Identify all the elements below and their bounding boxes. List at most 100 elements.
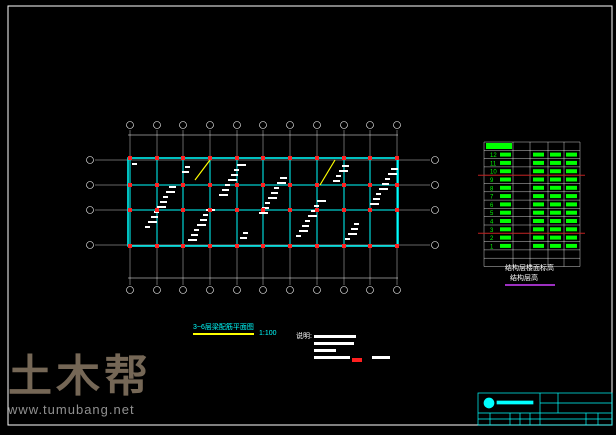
note-text xyxy=(314,356,350,359)
axis-bubble xyxy=(126,286,134,294)
column xyxy=(261,244,265,248)
column xyxy=(288,183,292,187)
table-row-number: 5 xyxy=(490,211,494,217)
column xyxy=(155,208,159,212)
table-cell-value xyxy=(533,210,544,215)
axis-bubble xyxy=(431,181,439,189)
table-row-number: 2 xyxy=(490,236,494,242)
table-cell-value xyxy=(566,194,577,199)
column xyxy=(342,183,346,187)
table-row-number: 12 xyxy=(490,153,497,159)
axis-bubble xyxy=(86,241,94,249)
table-cell-value xyxy=(533,152,544,157)
column xyxy=(181,208,185,212)
axis-bubble xyxy=(153,121,161,129)
rebar-label xyxy=(197,224,206,226)
table-row-number: 11 xyxy=(490,161,497,167)
rebar-label xyxy=(188,239,197,241)
column xyxy=(128,244,132,248)
rebar-label xyxy=(311,210,318,212)
table-cell-value xyxy=(550,227,561,232)
rebar-label xyxy=(271,192,278,194)
column xyxy=(395,156,399,160)
watermark: 土木帮 www.tumubang.net xyxy=(8,352,152,418)
table-cell-value xyxy=(533,160,544,165)
table-cell-value xyxy=(566,177,577,182)
table-cell-value xyxy=(566,202,577,207)
axis-bubble xyxy=(206,286,214,294)
table-cell-value xyxy=(566,152,577,157)
table-cell-value xyxy=(550,160,561,165)
column xyxy=(128,208,132,212)
axis-bubble xyxy=(259,121,267,129)
axis-bubble xyxy=(286,121,294,129)
note-text xyxy=(314,349,336,352)
axis-bubble xyxy=(259,286,267,294)
table-cell-value xyxy=(500,152,511,157)
table-cell-value xyxy=(550,194,561,199)
table-cell-value xyxy=(550,202,561,207)
column xyxy=(261,208,265,212)
notes-label: 说明: xyxy=(296,333,312,340)
table-cell-value xyxy=(566,235,577,240)
rebar-label xyxy=(132,163,137,165)
axis-bubble xyxy=(393,286,401,294)
sheet-border xyxy=(7,5,613,426)
stair-beam xyxy=(319,159,336,186)
column xyxy=(128,156,132,160)
table-row-number: 6 xyxy=(490,203,494,209)
column xyxy=(395,183,399,187)
column xyxy=(315,208,319,212)
rebar-label xyxy=(268,197,277,199)
table-cell-value xyxy=(550,185,561,190)
axis-bubble xyxy=(86,156,94,164)
column xyxy=(288,156,292,160)
table-row-number: 8 xyxy=(490,186,494,192)
rebar-label xyxy=(305,220,310,222)
table-cell-value xyxy=(500,169,511,174)
axis-bubble xyxy=(431,156,439,164)
table-row-number: 1 xyxy=(490,244,494,250)
rebar-label xyxy=(317,200,326,202)
axis-bubble xyxy=(340,286,348,294)
column xyxy=(368,244,372,248)
column xyxy=(181,156,185,160)
table-cell-value xyxy=(533,227,544,232)
axis-bubble xyxy=(233,286,241,294)
rebar-label xyxy=(185,166,190,168)
column xyxy=(342,208,346,212)
rebar-label xyxy=(333,180,340,182)
axis-bubble xyxy=(126,121,134,129)
axis-bubble xyxy=(366,286,374,294)
table-row-number: 4 xyxy=(490,220,494,226)
column xyxy=(235,244,239,248)
table-cell-value xyxy=(533,169,544,174)
column xyxy=(181,183,185,187)
axis-bubble xyxy=(233,121,241,129)
rebar-label xyxy=(194,229,199,231)
table-cell-value xyxy=(500,227,511,232)
table-cell-value xyxy=(533,177,544,182)
title-block xyxy=(477,392,613,426)
column xyxy=(208,183,212,187)
rebar-label xyxy=(370,203,379,205)
table-cell-value xyxy=(533,194,544,199)
table-header xyxy=(486,143,512,149)
table-cell-value xyxy=(500,219,511,223)
rebar-label xyxy=(243,232,248,234)
rebar-label xyxy=(160,201,167,203)
axis-bubble xyxy=(86,181,94,189)
table-caption-2: 结构层高 xyxy=(510,275,538,282)
table-cell-value xyxy=(550,210,561,215)
rebar-label xyxy=(262,207,269,209)
rebar-label xyxy=(342,165,349,167)
table-cell-value xyxy=(566,227,577,232)
table-cell-value xyxy=(533,185,544,190)
column xyxy=(208,156,212,160)
rebar-label xyxy=(280,177,287,179)
table-cell-value xyxy=(550,219,561,223)
rebar-label xyxy=(265,202,270,204)
column xyxy=(288,244,292,248)
column xyxy=(315,183,319,187)
